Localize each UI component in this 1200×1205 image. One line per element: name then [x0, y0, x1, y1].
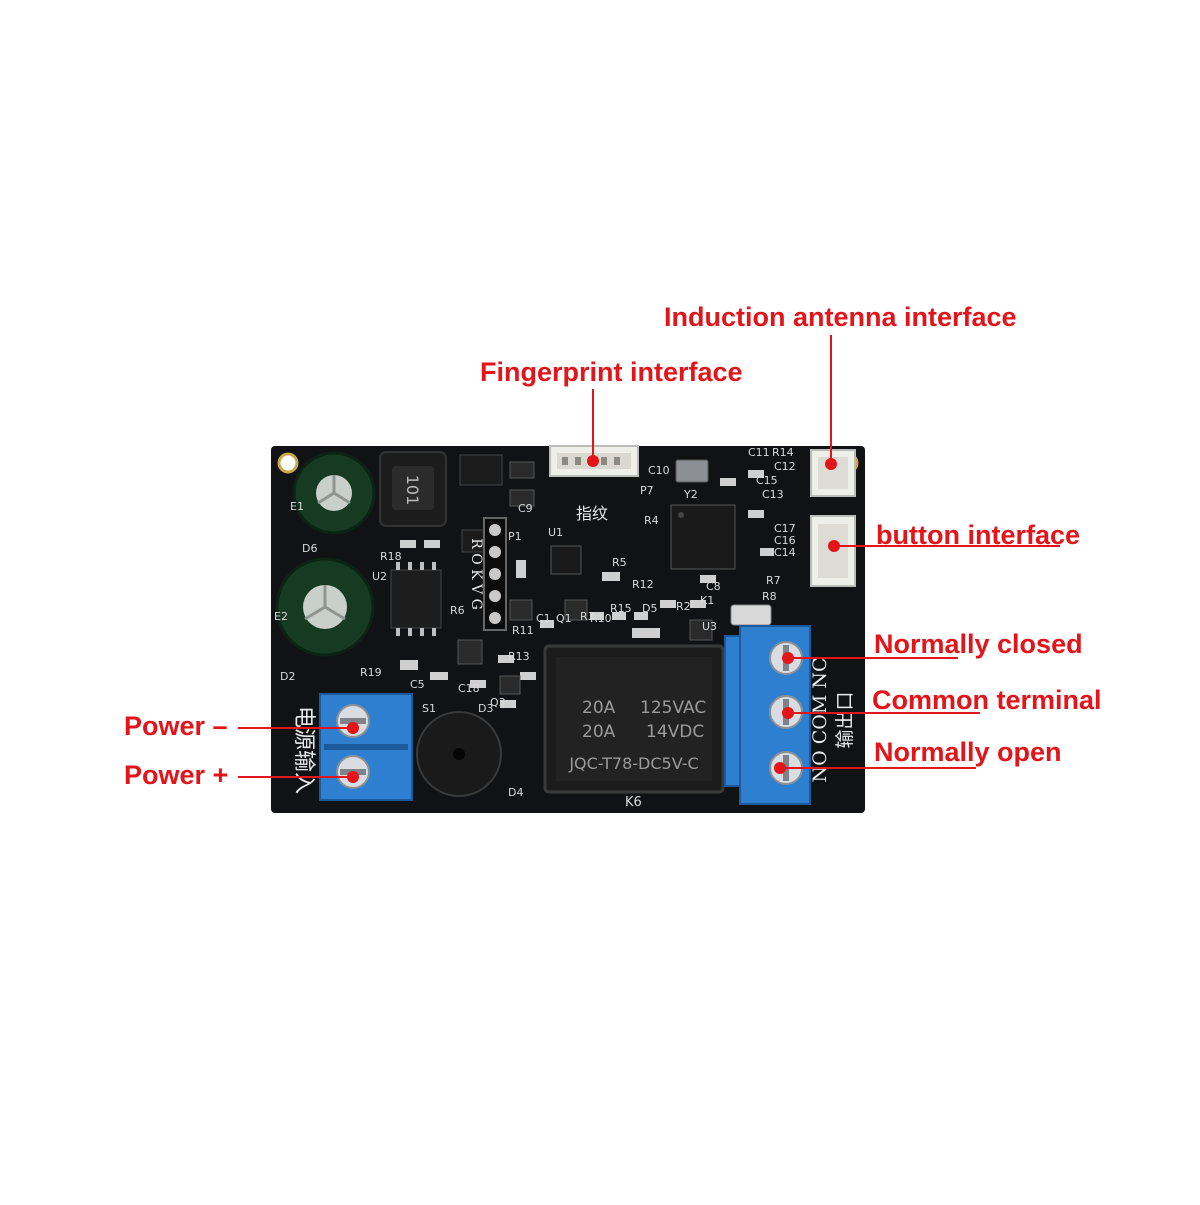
small-chip: [550, 545, 582, 575]
no-dot: [774, 762, 786, 774]
silkscreen-ref: D3: [478, 702, 493, 715]
header-pin-labels: R O K V G: [468, 538, 484, 610]
silkscreen-ref: U3: [702, 620, 717, 633]
output-cn-label: 输出口: [834, 691, 856, 748]
silkscreen-ref: C8: [706, 580, 721, 593]
inductor-mark: 101: [403, 475, 422, 506]
silkscreen-ref: D6: [302, 542, 317, 555]
callout-common-terminal: Common terminal: [872, 685, 1102, 715]
relay-line1-voltage: 125VAC: [640, 698, 706, 718]
mounting-hole: [277, 452, 299, 474]
silkscreen-ref: S1: [422, 702, 436, 715]
tactile-button: [730, 604, 772, 626]
crystal-y2: [675, 459, 709, 483]
silkscreen-ref: D4: [508, 786, 523, 799]
silkscreen-ref: R19: [360, 666, 382, 679]
silkscreen-ref: R14: [772, 446, 794, 459]
power-plus-dot: [347, 771, 359, 783]
silkscreen-ref: Y2: [683, 488, 698, 501]
smd-dark-parts: [457, 461, 713, 695]
antenna-connector: [810, 449, 856, 497]
silkscreen-ref: R8: [762, 590, 777, 603]
silkscreen-ref: R2: [676, 600, 691, 613]
silkscreen-ref: C16: [774, 534, 796, 547]
silkscreen-ref: C18: [458, 682, 480, 695]
silkscreen-ref: D5: [642, 602, 657, 615]
silkscreen-ref: C17: [774, 522, 796, 535]
callout-fingerprint: Fingerprint interface: [480, 357, 743, 387]
silkscreen-ref: C9: [518, 502, 533, 515]
callout-button: button interface: [876, 520, 1081, 550]
silkscreen-ref: C12: [774, 460, 796, 473]
callout-leaders: [238, 335, 1060, 778]
nc-dot: [782, 652, 794, 664]
chip-u2: [390, 562, 442, 636]
silkscreen-ref: C10: [648, 464, 670, 477]
capacitor-e2: [275, 557, 375, 657]
power-terminal-block: [319, 693, 413, 801]
silkscreen-ref: K1: [700, 594, 714, 607]
relay-line2-voltage: 14VDC: [646, 722, 704, 742]
silkscreen-ref: E2: [274, 610, 288, 623]
silkscreen-ref: P1: [508, 530, 522, 543]
relay-model: JQC-T78-DC5V-C: [568, 754, 698, 773]
silkscreen-ref: P7: [640, 484, 654, 497]
silkscreen-ref: R5: [612, 556, 627, 569]
smd-components: [400, 470, 774, 708]
callout-induction-antenna: Induction antenna interface: [664, 302, 1017, 332]
silkscreen-ref: R7: [766, 574, 781, 587]
callout-power-minus: Power –: [124, 711, 228, 741]
callout-power-plus: Power +: [124, 760, 229, 790]
power-minus-dot: [347, 722, 359, 734]
silkscreen-ref: Q3: [490, 696, 506, 709]
capacitor-e1: [292, 451, 376, 535]
silkscreen-ref: R6: [450, 604, 465, 617]
header-pins: [483, 517, 507, 631]
silkscreen-ref: R3: [580, 610, 595, 623]
transistor: [459, 454, 503, 486]
callout-normally-closed: Normally closed: [874, 629, 1083, 659]
output-terminal-block: [724, 625, 811, 805]
silkscreen-ref: C15: [756, 474, 778, 487]
button-dot: [828, 540, 840, 552]
silkscreen-ref: U1: [548, 526, 563, 539]
power-input-cn-label: 电源输入: [291, 706, 316, 794]
silkscreen-ref: R12: [632, 578, 654, 591]
silkscreen-ref: R11: [512, 624, 534, 637]
antenna-dot: [825, 458, 837, 470]
callout-dots: [347, 455, 840, 783]
silkscreen-ref: C1: [536, 612, 551, 625]
silkscreen-ref: E1: [290, 500, 304, 513]
callout-normally-open: Normally open: [874, 737, 1062, 767]
silkscreen-ref: D2: [280, 670, 295, 683]
silkscreen-ref: R10: [590, 612, 612, 625]
silkscreen-ref: C13: [762, 488, 784, 501]
mcu-chip: [670, 504, 736, 570]
buzzer: [416, 711, 502, 797]
fingerprint-cn-label: 指纹: [576, 504, 608, 523]
fingerprint-dot: [587, 455, 599, 467]
relay-ref: K6: [625, 795, 642, 810]
relay-line1-current: 20A: [582, 698, 616, 718]
relay-line2-current: 20A: [582, 722, 616, 742]
silkscreen-ref: R15: [610, 602, 632, 615]
silkscreen-ref: C11: [748, 446, 770, 459]
output-terms-label: NO COM NC: [809, 657, 831, 782]
silkscreen-ref: R4: [644, 514, 659, 527]
silkscreen-ref: C14: [774, 546, 796, 559]
silkscreen-ref: R18: [380, 550, 402, 563]
inductor: [379, 451, 447, 527]
silkscreen-ref: Q1: [556, 612, 572, 625]
relay: [543, 644, 725, 794]
silkscreen-ref: U2: [372, 570, 387, 583]
silkscreen-ref: C5: [410, 678, 425, 691]
silkscreen-ref: R13: [508, 650, 530, 663]
com-dot: [782, 707, 794, 719]
